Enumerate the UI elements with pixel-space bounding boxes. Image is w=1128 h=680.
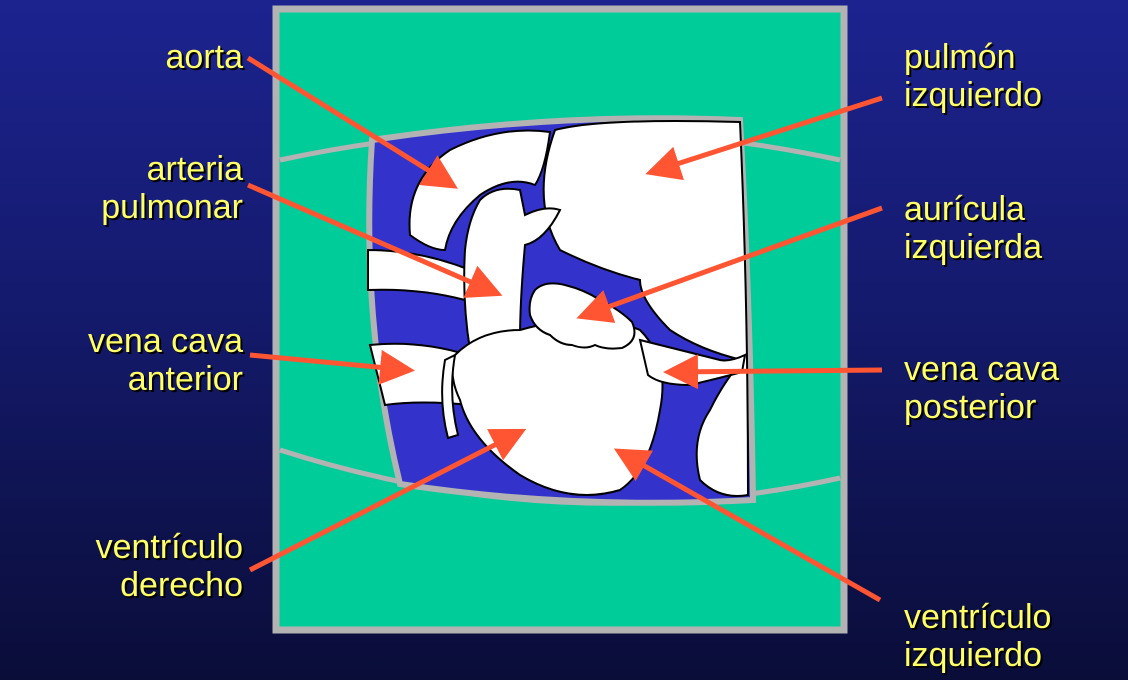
label-auricula-izquierda: aurícula izquierda [904, 190, 1042, 266]
label-aorta-line1: aorta [166, 38, 244, 76]
label-ventriculo-izquierdo: ventrículo izquierdo [904, 598, 1051, 674]
label-vena-cava-posterior-line1: vena cava [904, 350, 1059, 388]
label-ventriculo-derecho: ventrículo derecho [96, 528, 243, 604]
label-vena-cava-anterior: vena cava anterior [88, 322, 243, 398]
label-vena-cava-anterior-line1: vena cava [88, 322, 243, 360]
label-ventriculo-izquierdo-line2: izquierdo [904, 636, 1051, 674]
label-auricula-izquierda-line2: izquierda [904, 228, 1042, 266]
label-pulmon-izquierdo-line1: pulmón [904, 38, 1042, 76]
label-arteria-pulmonar-line1: arteria [101, 150, 243, 188]
label-ventriculo-izquierdo-line1: ventrículo [904, 598, 1051, 636]
label-aorta: aorta [166, 38, 244, 76]
label-ventriculo-derecho-line1: ventrículo [96, 528, 243, 566]
label-auricula-izquierda-line1: aurícula [904, 190, 1042, 228]
arrow-vena-cava-posterior [670, 370, 882, 372]
label-arteria-pulmonar: arteria pulmonar [101, 150, 243, 226]
label-vena-cava-posterior-line2: posterior [904, 388, 1059, 426]
label-pulmon-izquierdo: pulmón izquierdo [904, 38, 1042, 114]
label-pulmon-izquierdo-line2: izquierdo [904, 76, 1042, 114]
label-vena-cava-posterior: vena cava posterior [904, 350, 1059, 426]
label-vena-cava-anterior-line2: anterior [88, 360, 243, 398]
label-arteria-pulmonar-line2: pulmonar [101, 188, 243, 226]
label-ventriculo-derecho-line2: derecho [96, 566, 243, 604]
